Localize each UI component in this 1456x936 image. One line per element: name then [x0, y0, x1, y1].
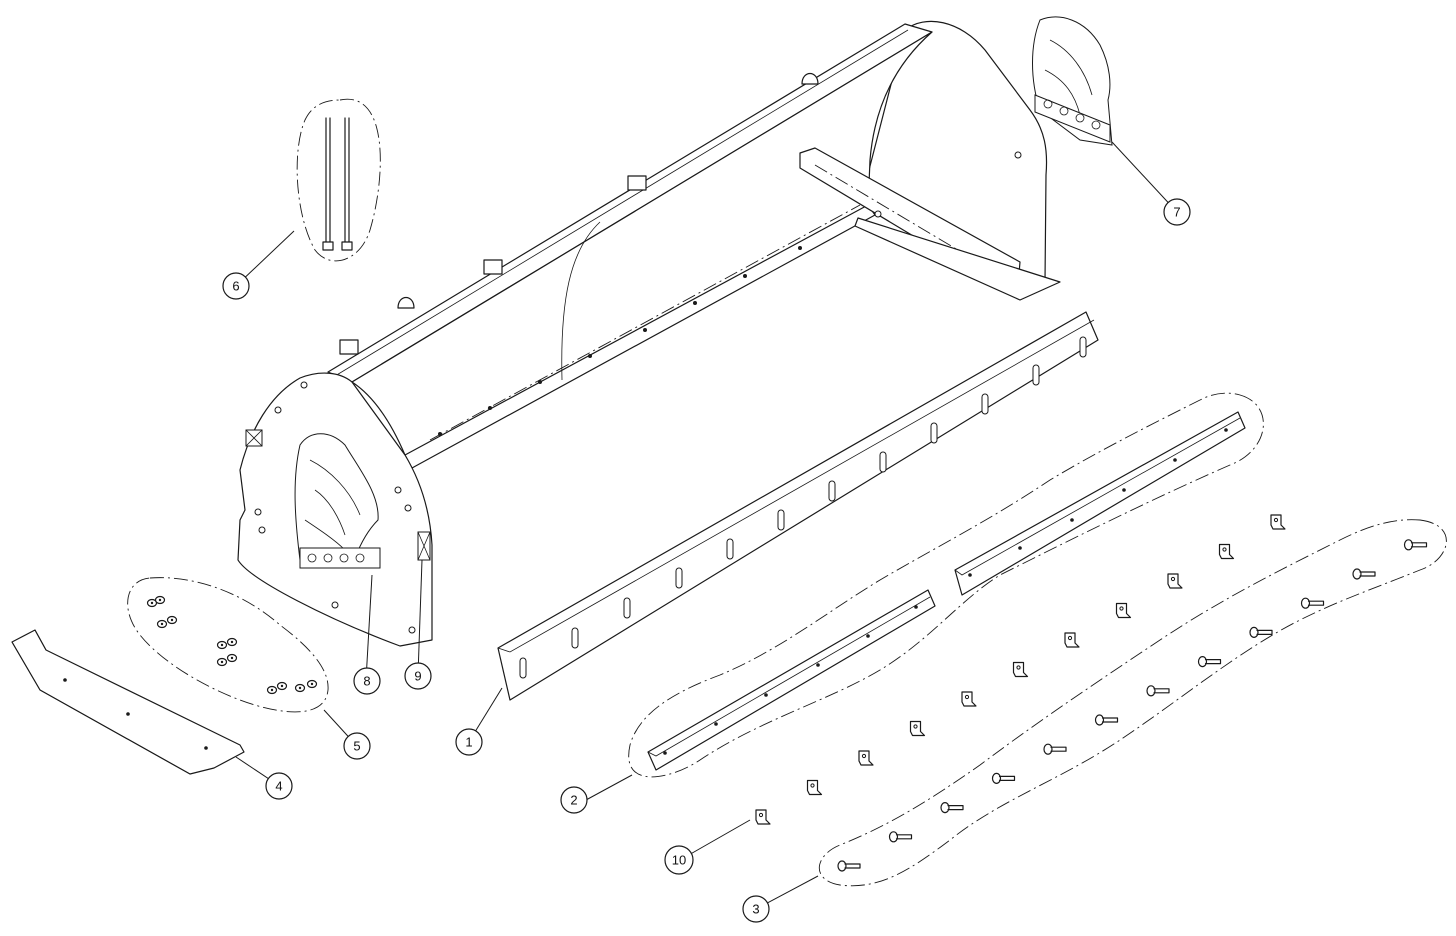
carriage-bolt [991, 772, 1016, 785]
callout-label: 10 [672, 853, 686, 868]
carriage-bolt [940, 801, 964, 814]
clip [755, 809, 771, 825]
hex-nut [276, 681, 288, 691]
wear-strips-part-2 [628, 392, 1264, 778]
hex-nut [226, 637, 238, 647]
warning-decal-left [245, 429, 263, 447]
skid-part-4 [11, 629, 245, 775]
callout-label: 5 [353, 739, 360, 754]
callout-6: 6 [222, 272, 250, 300]
base-skid [854, 217, 1061, 301]
mount-tab [627, 175, 647, 191]
hex-nut [154, 595, 166, 605]
callout-label: 3 [752, 902, 759, 917]
carriage-bolt [1043, 743, 1067, 755]
clip [961, 691, 977, 707]
callout-label: 1 [465, 735, 472, 750]
callout-10: 10 [664, 845, 694, 875]
clip [1012, 661, 1029, 678]
carriage-bolt [1146, 685, 1170, 697]
callout-label: 9 [414, 669, 421, 684]
leader-lines [235, 141, 1177, 909]
hardware-part-5 [127, 577, 329, 713]
hex-nut [226, 653, 238, 663]
lift-eye [397, 296, 415, 309]
carriage-bolt [1403, 539, 1428, 551]
hex-nut [266, 685, 278, 695]
hex-nut [216, 640, 228, 650]
edge-slots [519, 336, 1087, 679]
mount-tab [483, 259, 503, 275]
hex-nut [294, 683, 306, 693]
clip [1270, 514, 1286, 530]
strip-holes [663, 428, 1228, 755]
bolt-array [837, 539, 1428, 872]
pins-part-6 [296, 98, 381, 262]
decal-part-7 [1032, 16, 1113, 146]
clip [1064, 632, 1080, 648]
callout-4: 4 [265, 772, 293, 800]
side-decal [294, 433, 381, 569]
carriage-bolt [1300, 597, 1325, 609]
hex-nut [156, 619, 168, 629]
clip [806, 779, 823, 796]
callout-label: 2 [570, 793, 577, 808]
clip [1167, 573, 1183, 589]
clip [858, 750, 874, 766]
callout-7: 7 [1163, 198, 1191, 226]
clip [1115, 602, 1132, 619]
carriage-bolt [1197, 655, 1222, 668]
clip [1218, 543, 1235, 560]
lift-eye [801, 72, 819, 85]
box-body [237, 20, 1061, 647]
hex-nut [166, 615, 178, 625]
side-plate-holes [254, 381, 416, 634]
carriage-bolt [888, 831, 913, 843]
main-skin [351, 31, 933, 461]
callout-3: 3 [742, 895, 770, 923]
carriage-bolt [837, 860, 861, 872]
clip-array [755, 514, 1286, 825]
carriage-bolt [1352, 568, 1376, 580]
hex-nut [146, 598, 158, 608]
callout-8: 8 [353, 667, 381, 695]
cutting-edge-part-1 [497, 311, 1099, 701]
carriage-bolt [1249, 626, 1273, 639]
callout-9: 9 [404, 662, 432, 690]
mount-tab [339, 339, 359, 355]
hex-nut [216, 657, 228, 667]
bolts-part-3 [818, 519, 1447, 887]
lip-holes [438, 246, 802, 436]
callout-2: 2 [560, 786, 588, 814]
callout-5: 5 [343, 732, 371, 760]
clip [909, 720, 926, 737]
callout-label: 6 [232, 279, 239, 294]
callout-label: 8 [363, 674, 370, 689]
callout-label: 4 [275, 779, 282, 794]
callout-1: 1 [455, 728, 483, 756]
callout-label: 7 [1173, 205, 1180, 220]
warning-decal-front [417, 531, 431, 561]
hex-nut [306, 679, 318, 689]
carriage-bolt [1094, 714, 1119, 726]
